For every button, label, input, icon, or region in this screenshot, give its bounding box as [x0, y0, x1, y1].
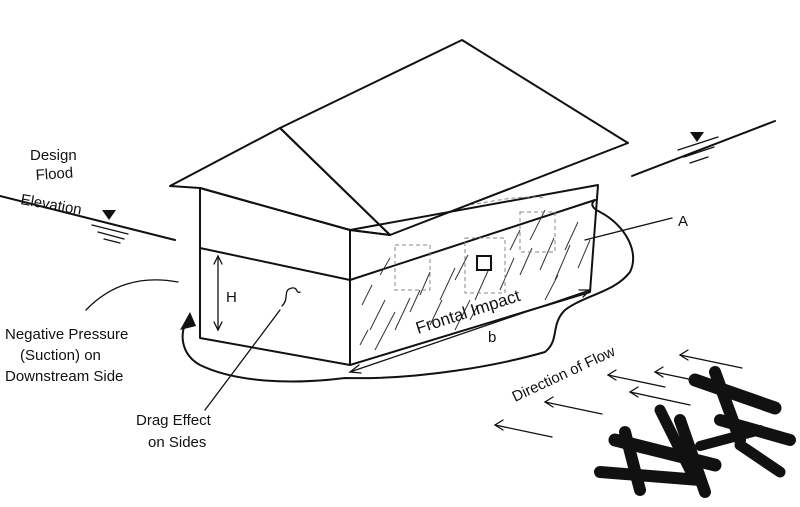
negative-pressure-line-3: Downstream Side [5, 368, 123, 385]
drag-effect-line-1: Drag Effect [136, 412, 212, 429]
debris-square [476, 255, 492, 271]
house-body [199, 184, 599, 366]
water-level-symbol-right [631, 120, 776, 177]
frontal-area-hatching [359, 209, 591, 351]
water-level-symbol-left [0, 195, 176, 244]
direction-of-flow-label: Direction of Flow [510, 343, 619, 406]
window-outlines [394, 196, 556, 294]
negative-pressure-arrowhead [180, 312, 196, 330]
area-leader-line [584, 217, 673, 241]
height-symbol: H [226, 289, 237, 306]
design-flood-label-line-2: Flood [35, 164, 74, 184]
flood-footprint-outline [181, 199, 635, 383]
roof [169, 39, 629, 236]
negative-pressure-line-2: (Suction) on [20, 347, 101, 364]
width-symbol: b [488, 329, 496, 346]
negative-pressure-leader [85, 279, 179, 311]
area-symbol: A [678, 213, 688, 230]
drag-squiggle-icon [281, 287, 301, 307]
height-dimension [213, 254, 223, 332]
negative-pressure-line-1: Negative Pressure [5, 326, 128, 343]
flow-arrows [493, 349, 743, 438]
design-flood-label-line-1: Design [30, 147, 77, 164]
drag-effect-line-2: on Sides [148, 434, 206, 451]
debris-logs [594, 366, 796, 498]
width-dimension [348, 289, 592, 374]
drag-effect-leader [204, 309, 281, 411]
